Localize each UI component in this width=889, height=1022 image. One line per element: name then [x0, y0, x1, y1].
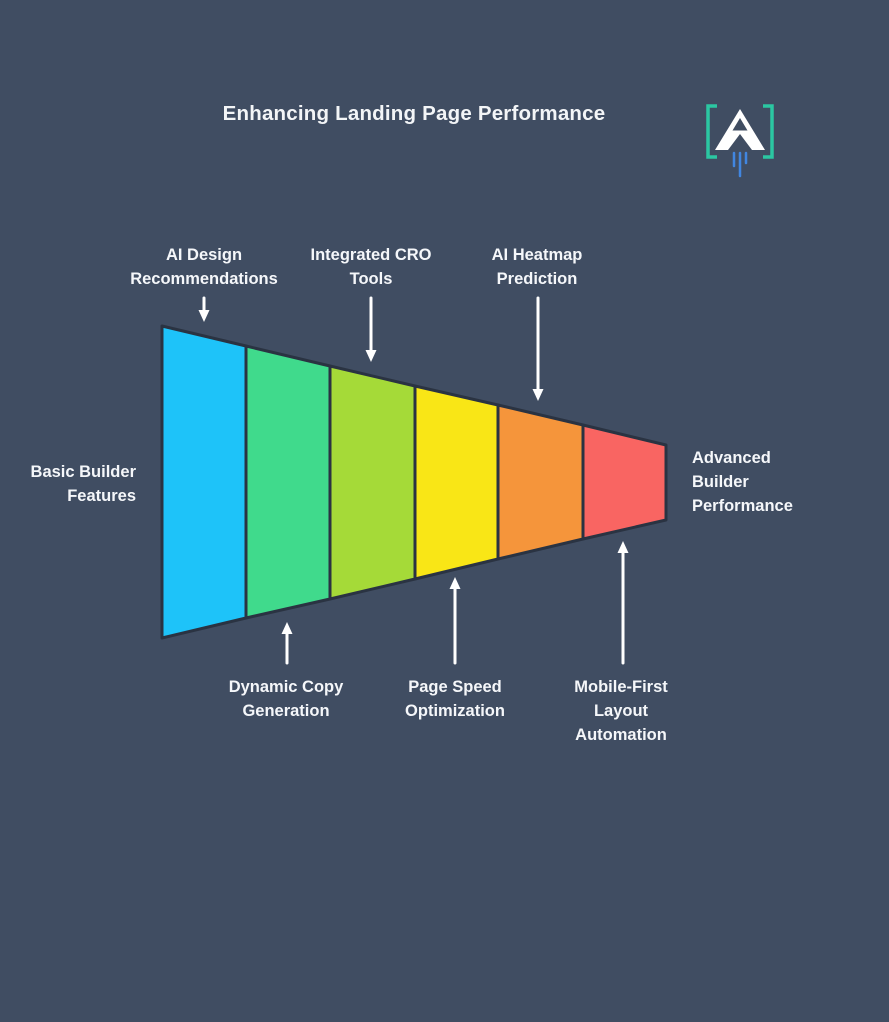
logo-letter-a-icon	[715, 109, 765, 150]
funnel-segment-page-speed-optimization	[413, 384, 500, 581]
arrow-up-dynamic-copy-icon	[281, 622, 293, 665]
arrow-down-ai-heatmap-icon	[532, 296, 544, 401]
page-title: Enhancing Landing Page Performance	[222, 102, 606, 125]
callout-label-ai-design-recommendations: AI Design Recommendations	[130, 246, 278, 288]
funnel-segment-ai-heatmap-prediction	[496, 403, 585, 561]
funnel-segment-dynamic-copy-generation	[244, 344, 332, 620]
arrow-up-page-speed-icon	[449, 577, 461, 665]
brand-logo-icon	[706, 104, 774, 178]
funnel-segment-integrated-cro-tools	[328, 364, 417, 601]
callout-label-ai-heatmap-prediction: AI Heatmap Prediction	[491, 246, 583, 288]
arrow-up-mobile-first-icon	[617, 541, 629, 665]
callout-label-dynamic-copy-generation: Dynamic Copy Generation	[228, 678, 344, 720]
funnel-segment-mobile-first-layout-automation	[581, 423, 668, 541]
arrow-down-ai-design-icon	[198, 296, 210, 322]
logo-right-bracket-icon	[763, 104, 774, 159]
funnel-segment-ai-design-recommendations	[160, 324, 248, 640]
arrow-down-integrated-cro-icon	[365, 296, 377, 362]
funnel-start-label: Basic Builder Features	[30, 463, 136, 505]
callout-label-integrated-cro-tools: Integrated CRO Tools	[310, 246, 432, 288]
callout-label-mobile-first-layout-automation: Mobile-First Layout Automation	[574, 678, 668, 744]
funnel-end-label: Advanced Builder Performance	[692, 449, 793, 515]
callout-label-page-speed-optimization: Page Speed Optimization	[405, 678, 505, 720]
logo-left-bracket-icon	[706, 104, 717, 159]
